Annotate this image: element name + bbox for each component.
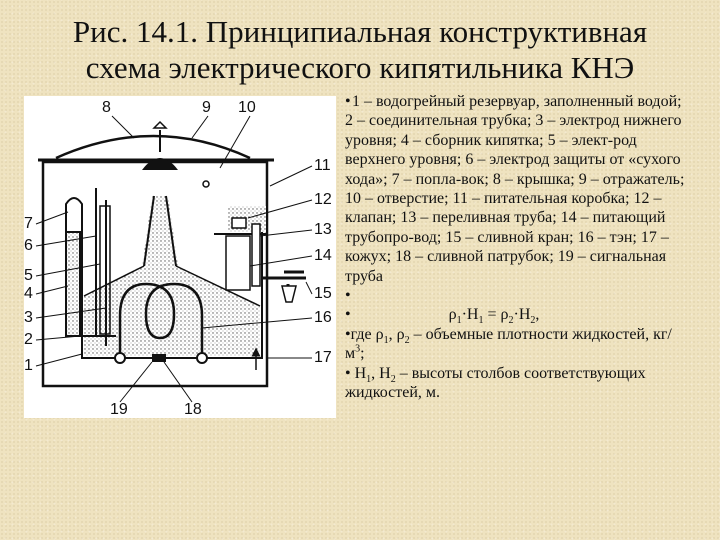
electrode-guard (99, 205, 111, 335)
callout-1: 1 (24, 357, 33, 374)
heater-terminal-1 (114, 352, 126, 364)
bullet: • (345, 364, 351, 382)
hole (202, 180, 210, 188)
callout-6: 6 (24, 237, 33, 254)
reflector-top (152, 120, 168, 129)
callout-3: 3 (24, 309, 33, 326)
drain-tap-body (281, 285, 297, 303)
callout-18: 18 (184, 401, 202, 418)
bullet: • (345, 287, 351, 305)
formula-line: • ρ1·H1 = ρ2·H2, (345, 305, 685, 327)
legend-text: • 1 – водогрейный резервуар, заполненный… (345, 92, 685, 403)
slide-title: Рис. 14.1. Принципиальная конструктивная… (0, 14, 720, 86)
heights-line: • H1, H2 – высоты столбов соответствующи… (345, 364, 646, 402)
callout-19: 19 (110, 401, 128, 418)
callout-14: 14 (314, 247, 332, 264)
callout-7: 7 (24, 215, 33, 232)
drain-spigot (152, 354, 166, 362)
callout-9: 9 (202, 99, 211, 116)
callout-12: 12 (314, 191, 332, 208)
funnel (143, 195, 177, 267)
float (65, 197, 83, 233)
heater (118, 282, 204, 358)
legend-paragraph: • 1 – водогрейный резервуар, заполненный… (345, 92, 685, 286)
callout-17: 17 (314, 349, 332, 366)
callout-16: 16 (314, 309, 332, 326)
tank-water (84, 196, 260, 356)
diagram-drawing (35, 115, 313, 403)
bullet: • (345, 325, 351, 343)
funnel-outline (83, 265, 261, 307)
leader-lines (35, 115, 313, 403)
callout-2: 2 (24, 331, 33, 348)
title-line-2: схема электрического кипятильника КНЭ (85, 50, 635, 85)
legend-body: 1 – водогрейный резервуар, заполненный в… (345, 93, 685, 285)
where-line: •где ρ1, ρ2 – объемные плотности жидкост… (345, 325, 672, 363)
feed-pipe (225, 235, 251, 291)
callout-13: 13 (314, 221, 332, 238)
overflow-pipe (251, 223, 261, 287)
callout-10: 10 (238, 99, 256, 116)
callout-11: 11 (314, 157, 331, 174)
valve (231, 217, 247, 229)
formula: ρ1·H1 = ρ2·H2, (448, 306, 540, 327)
boiling-tank (81, 216, 263, 359)
callout-15: 15 (314, 285, 332, 302)
heater-terminal-2 (196, 352, 208, 364)
lid (55, 134, 251, 160)
callout-4: 4 (24, 285, 33, 302)
empty-bullet: • (345, 286, 685, 305)
callout-8: 8 (102, 99, 111, 116)
title-line-1: Рис. 14.1. Принципиальная конструктивная (72, 14, 648, 49)
bullet: • (345, 93, 351, 110)
collector (65, 215, 81, 337)
bullet: • (345, 306, 351, 324)
reflector (142, 158, 178, 170)
boiler-diagram: 8 9 10 11 12 13 14 15 16 17 7 6 5 4 3 2 … (24, 96, 336, 418)
callout-5: 5 (24, 267, 33, 284)
